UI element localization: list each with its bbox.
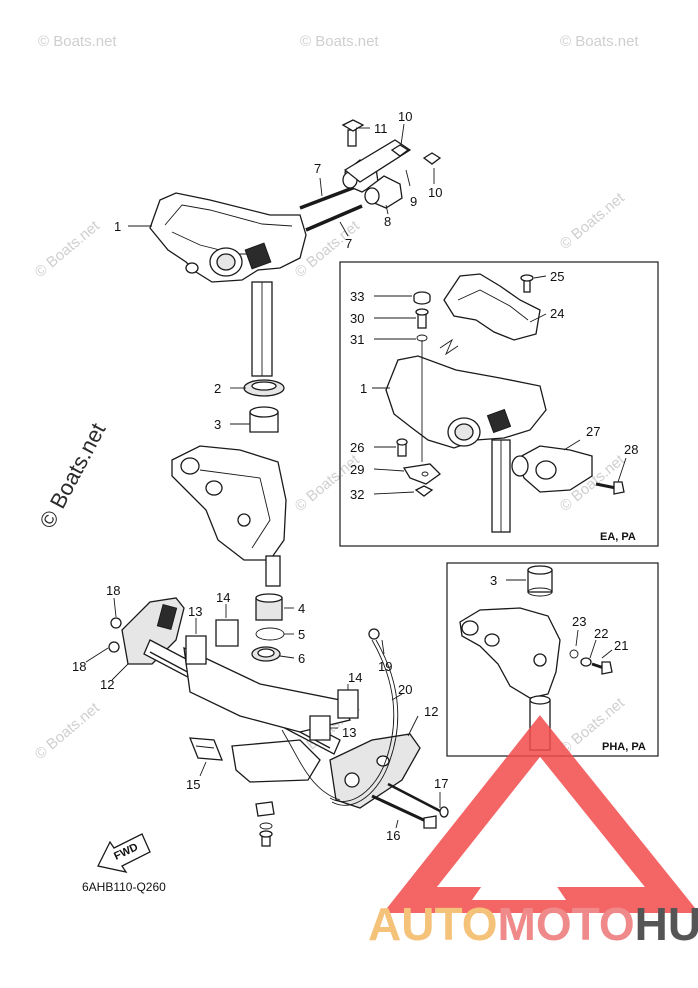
callout-number: 12 [100,677,114,692]
callouts: 1 2 3 4 5 6 7 7 8 9 10 10 11 12 12 13 13 [72,109,638,843]
callout-number: 27 [586,424,600,439]
callout-number: 10 [398,109,412,124]
callout-number: 18 [72,659,86,674]
callout-number: 17 [434,776,448,791]
brand-text: AUTOMOTOHUB [368,898,698,950]
brand-part-moto: MOTO [498,898,635,950]
callout-number: 8 [384,214,391,229]
callout-number: 23 [572,614,586,629]
callout-number: 9 [410,194,417,209]
callout-number: 33 [350,289,364,304]
callout-number: 1 [114,219,121,234]
watermark: © Boats.net [32,699,104,763]
watermark: © Boats.net [557,189,629,253]
callout-number: 20 [398,682,412,697]
callout-number: 7 [345,236,352,251]
watermark: © Boats.net [38,33,117,50]
callout-number: 21 [614,638,628,653]
callout-number: 32 [350,487,364,502]
inset-label: EA, PA [600,531,636,543]
callout-number: 15 [186,777,200,792]
automotohub-logo: AUTOMOTOHUB [368,715,698,950]
callout-number: 12 [424,704,438,719]
watermark: © Boats.net [32,217,104,281]
callout-number: 26 [350,440,364,455]
callout-number: 25 [550,269,564,284]
callout-number: 3 [214,417,221,432]
callout-number: 24 [550,306,564,321]
watermark: © Boats.net [292,451,364,515]
callout-number: 14 [216,590,230,605]
callout-number: 5 [298,627,305,642]
brand-part-hub: HUB [635,898,698,950]
callout-number: 16 [386,828,400,843]
callout-number: 30 [350,311,364,326]
callout-number: 2 [214,381,221,396]
fwd-arrow: FWD [97,833,151,873]
callout-number: 6 [298,651,305,666]
watermark: © Boats.net [300,33,379,50]
callout-number: 1 [360,381,367,396]
callout-number: 10 [428,185,442,200]
part-code: 6AHB110-Q260 [82,880,166,894]
callout-number: 13 [342,725,356,740]
triangle-logo-icon [383,715,698,913]
callout-number: 31 [350,332,364,347]
callout-number: 28 [624,442,638,457]
callout-number: 29 [350,462,364,477]
callout-number: 19 [378,659,392,674]
inset-label: PHA, PA [602,741,646,753]
watermark-large: © Boats.net [34,419,110,533]
callout-number: 4 [298,601,305,616]
callout-number: 11 [374,121,388,136]
callout-number: 3 [490,573,497,588]
callout-number: 22 [594,626,608,641]
inset-pha-pa: PHA, PA [446,562,659,757]
callout-number: 18 [106,583,120,598]
brand-part-auto: AUTO [368,898,498,950]
watermark: © Boats.net [560,33,639,50]
callout-number: 7 [314,161,321,176]
inset-ea-pa: EA, PA [339,261,659,547]
main-assembly [108,119,449,847]
callout-number: 14 [348,670,362,685]
callout-number: 13 [188,604,202,619]
